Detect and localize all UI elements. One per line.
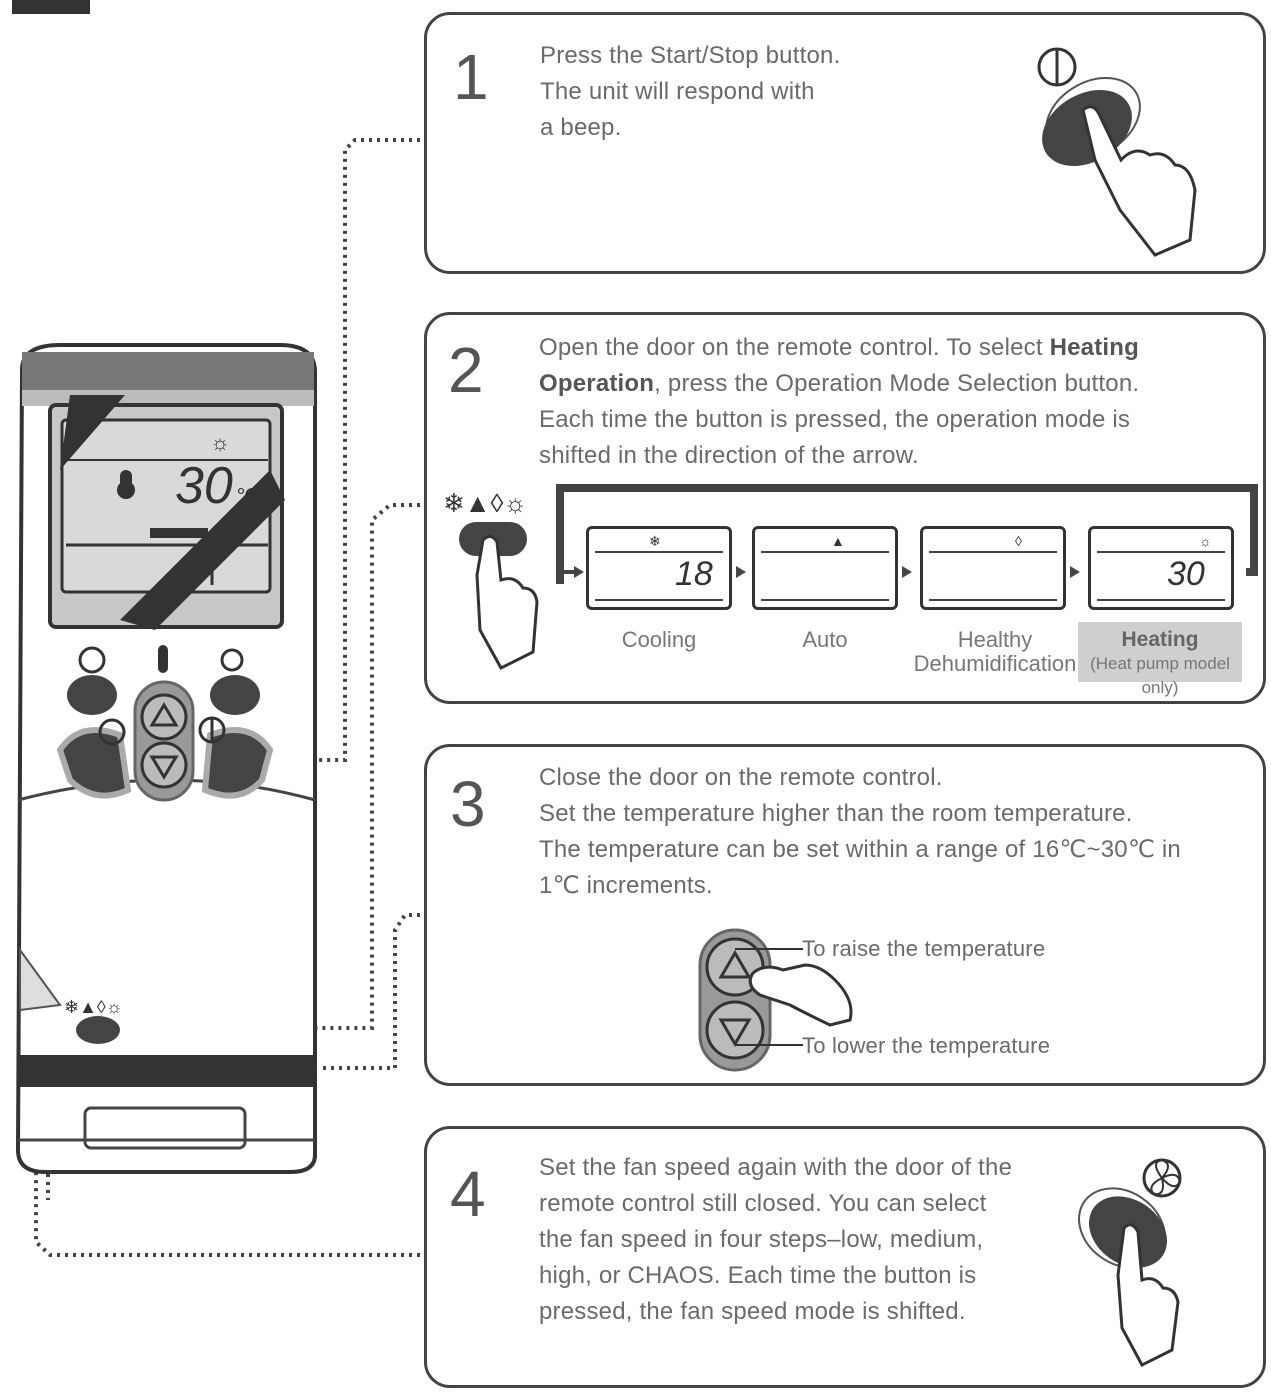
svg-text:☼: ☼ — [210, 430, 230, 455]
step-2-text: Open the door on the remote control. To … — [539, 334, 1140, 469]
start-stop-press-illustration — [1037, 47, 1197, 257]
step-4-number: 4 — [450, 1158, 486, 1230]
svg-text:❄▲◊☼: ❄▲◊☼ — [64, 997, 122, 1017]
step-3-panel — [424, 744, 1266, 1086]
fan-button-press-illustration — [1078, 1158, 1182, 1367]
mode-flow-arrows — [556, 484, 1258, 584]
mode-display-heating: ☼ 30 — [1088, 526, 1234, 610]
triangle-up-icon — [718, 950, 752, 979]
remote-illustration: 30 ℃ ☼ ❄▲◊☼ — [15, 138, 420, 1257]
step-3-text: Close the door on the remote control. Se… — [539, 764, 1181, 899]
mode-button-press-illustration: ❄▲◊☼ — [443, 488, 539, 670]
mode-display-dehumidification: ◊ — [920, 526, 1066, 610]
step-2-number: 2 — [448, 334, 484, 406]
svg-text:℃: ℃ — [236, 486, 258, 508]
corner-tab — [12, 0, 90, 14]
step-1-number: 1 — [453, 41, 489, 113]
mode-label-heating: Heating (Heat pump model only) — [1090, 628, 1230, 697]
step-3-number: 3 — [450, 768, 486, 840]
step-1-panel — [424, 12, 1266, 274]
remote-thermometer-icon — [158, 645, 168, 673]
step-4-text: Set the fan speed again with the door of… — [539, 1154, 1013, 1325]
remote-display-temp: 30 — [175, 457, 233, 515]
mode-label-dehumidification: Healthy Dehumidification — [913, 627, 1077, 676]
remote-swing-icon — [78, 646, 106, 674]
mode-icons: ❄▲◊☼ — [443, 488, 527, 518]
heating-highlight — [1078, 622, 1242, 682]
temp-down-button — [705, 1000, 765, 1060]
mode-display-cooling: ❄ 18 — [586, 526, 732, 610]
step-1-text: Press the Start/Stop button. The unit wi… — [540, 42, 841, 141]
mode-label-cooling: Cooling — [621, 627, 697, 652]
temperature-buttons-illustration — [698, 928, 853, 1072]
raise-temperature-label: To raise the temperature — [802, 936, 1046, 961]
mode-label-auto: Auto — [802, 627, 848, 652]
mode-display-auto: ▲ — [752, 526, 898, 610]
lower-temperature-label: To lower the temperature — [802, 1033, 1051, 1058]
triangle-down-icon — [718, 1018, 752, 1047]
remote-fan-icon — [98, 718, 126, 746]
